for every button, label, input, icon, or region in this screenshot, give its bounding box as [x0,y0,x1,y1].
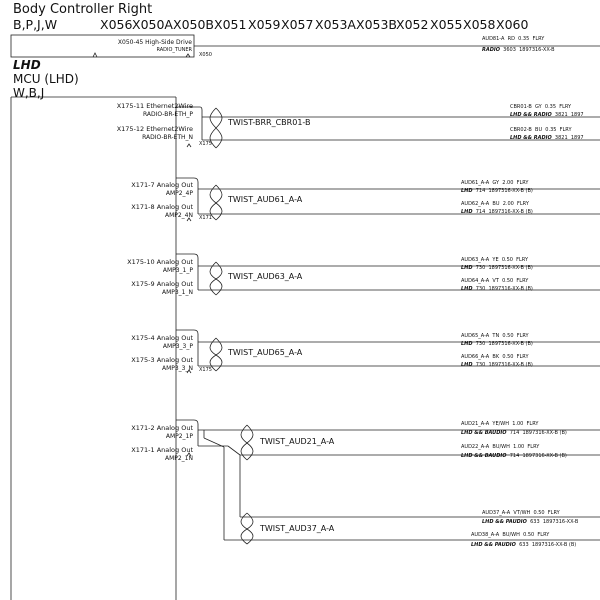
top-pin-label: X050-45 High-Side Drive [117,39,192,46]
twist-symbol-aud37-b [240,512,254,545]
connector-ref-x175-b: X175 [199,367,212,373]
signal-amp2-4n: AMP2_4N [164,212,193,219]
pin-x171-8: X171-8 Analog Out [131,203,193,211]
bracket-aud21 [176,419,199,446]
pin-x171-7: X171-7 Analog Out [131,181,193,189]
connector-x056: X056 [100,17,133,32]
pin-x171-2: X171-2 Analog Out [131,424,193,432]
connector-x050b: X050B [173,17,214,32]
twist-label-aud37: TWIST_AUD37_A-A [260,524,335,533]
wire-cond-aud62: LHD 714 1897316-XX-B (B) [461,209,533,215]
wire-aud22-jog [227,445,241,456]
wire-cond-aud81: RADIO 3603 1897316-XX-B [482,47,555,53]
twist-label-aud61: TWIST_AUD61_A-A [228,195,303,204]
connector-x057: X057 [281,17,314,32]
wire-label-aud22: AUD22_A-A BU/WH 1.00 FLRY [461,444,540,450]
signal-amp2-1p: AMP2_1P [165,433,193,440]
wire-label-cbr01: CBR01-B GY 0.35 FLRY [510,104,572,110]
bracket-aud65 [176,329,199,366]
bracket-cbr [176,106,203,140]
wire-label-aud38: AUD38_A-A BU/WH 0.50 FLRY [471,532,550,538]
drop-aud37-diag [203,437,225,448]
wire-cond-cbr01: LHD && RADIO 3821 1897 [510,112,584,118]
signal-amp3-3p: AMP3_3_P [162,343,193,350]
wire-cond-aud21: LHD && BAUDIO 714 1897316-XX-B (B) [461,430,567,436]
twist-symbol-aud63-b [209,261,223,296]
wire-label-aud81: AUD81-A RD 0.35 FLRY [482,36,545,42]
wire-label-aud66: AUD66_A-A BK 0.50 FLRY [461,354,529,360]
twist-symbol-aud21-b [240,424,254,461]
wire-cond-cbr02: LHD && RADIO 3821 1897 [510,135,584,141]
signal-eth-n: RADIO-BR-ETH_N [142,134,193,141]
wire-label-aud63: AUD63_A-A YE 0.50 FLRY [461,257,529,263]
top-box-notch-2 [185,53,191,58]
pin-x175-10: X175-10 Analog Out [127,258,193,266]
mcu-title: MCU (LHD) [13,72,79,86]
connector-x055: X055 [430,17,463,32]
top-signal-label: RADIO_TUNER [156,47,192,53]
pin-x175-3: X175-3 Analog Out [131,356,193,364]
twist-symbol-aud65-b [209,337,223,372]
diagram-title: Body Controller Right [13,2,153,17]
pin-x175-9: X175-9 Analog Out [131,280,193,288]
wire-label-aud61: AUD61_A-A GY 2.00 FLRY [461,180,529,186]
wire-cond-aud63: LHD 730 1897316-XX-B (B) [461,265,533,271]
signal-amp2-4p: AMP2_4P [165,190,193,197]
connector-notch-aud21 [186,452,192,457]
wire-label-cbr02: CBR02-B BU 0.35 FLRY [510,127,572,133]
twist-symbol-aud61-b [209,184,223,221]
header-variants: B,P,J,W [13,17,58,32]
twist-symbol-cbr-b [209,107,223,149]
twist-label-aud65: TWIST_AUD65_A-A [228,348,303,357]
twist-label-aud21: TWIST_AUD21_A-A [260,437,335,446]
wire-cond-aud64: LHD 730 1897316-XX-B (B) [461,286,533,292]
wire-label-aud62: AUD62_A-A BU 2.00 FLRY [461,201,529,207]
wire-cond-aud66: LHD 730 1897316-XX-B (B) [461,362,533,368]
wire-cond-aud37: LHD && PAUDIO 633 1897316-XX-B [482,519,579,525]
pin-x171-1: X171-1 Analog Out [131,446,193,454]
wire-label-aud21: AUD21_A-A YE/WH 1.00 FLRY [461,421,539,427]
top-connector-ref: X050 [199,52,212,58]
bracket-aud63 [176,253,199,290]
pin-x175-12: X175-12 Ethernet2Wire [116,125,193,133]
connector-x052: X052 [396,17,429,32]
top-box-notch [92,52,98,58]
signal-eth-p: RADIO-BR-ETH_P [142,111,193,118]
wire-cond-aud22: LHD && BAUDIO 714 1897316-XX-B (B) [461,453,567,459]
signal-amp3-1n: AMP3_1_N [161,289,193,296]
connector-ref-x171: X171 [199,215,212,221]
connector-x051: X051 [214,17,247,32]
connector-x059: X059 [248,17,281,32]
wire-label-aud64: AUD64_A-A VT 0.50 FLRY [461,278,529,284]
connector-ref-x175-a: X175 [199,141,212,147]
signal-amp3-1p: AMP3_1_P [162,267,193,274]
connector-x053a: X053A [315,17,356,32]
wire-cond-aud65: LHD 730 1897316-XX-B (B) [461,341,533,347]
connector-list: X056 X050A X050B X051 X059 X057 X053A X0… [100,17,580,32]
signal-amp3-3n: AMP3_3_N [161,365,193,372]
twist-label-aud63: TWIST_AUD63_A-A [228,272,303,281]
connector-x053b: X053B [356,17,397,32]
wire-label-aud37: AUD37_A-A VT/WH 0.50 FLRY [482,510,560,516]
twist-label-cbr: TWIST-BRR_CBR01-B [228,118,311,127]
pin-x175-11: X175-11 Ethernet2Wire [116,102,193,110]
connector-notch-aud65 [186,369,192,374]
connector-notch-aud61 [186,217,192,222]
mcu-variants: W,B,J [13,86,45,100]
connector-x060: X060 [496,17,529,32]
bracket-aud61 [176,177,199,214]
signal-amp2-1n: AMP2_1N [164,455,193,462]
mcu-option: LHD [13,58,41,72]
wire-cond-aud38: LHD && PAUDIO 633 1897316-XX-B (B) [471,542,577,548]
wire-cond-aud61: LHD 714 1897316-XX-B (B) [461,188,533,194]
wire-label-aud65: AUD65_A-A TN 0.50 FLRY [461,333,529,339]
connector-notch-cbr [186,143,192,148]
connector-x058: X058 [463,17,496,32]
pin-x175-4: X175-4 Analog Out [131,334,193,342]
connector-x050a: X050A [132,17,173,32]
